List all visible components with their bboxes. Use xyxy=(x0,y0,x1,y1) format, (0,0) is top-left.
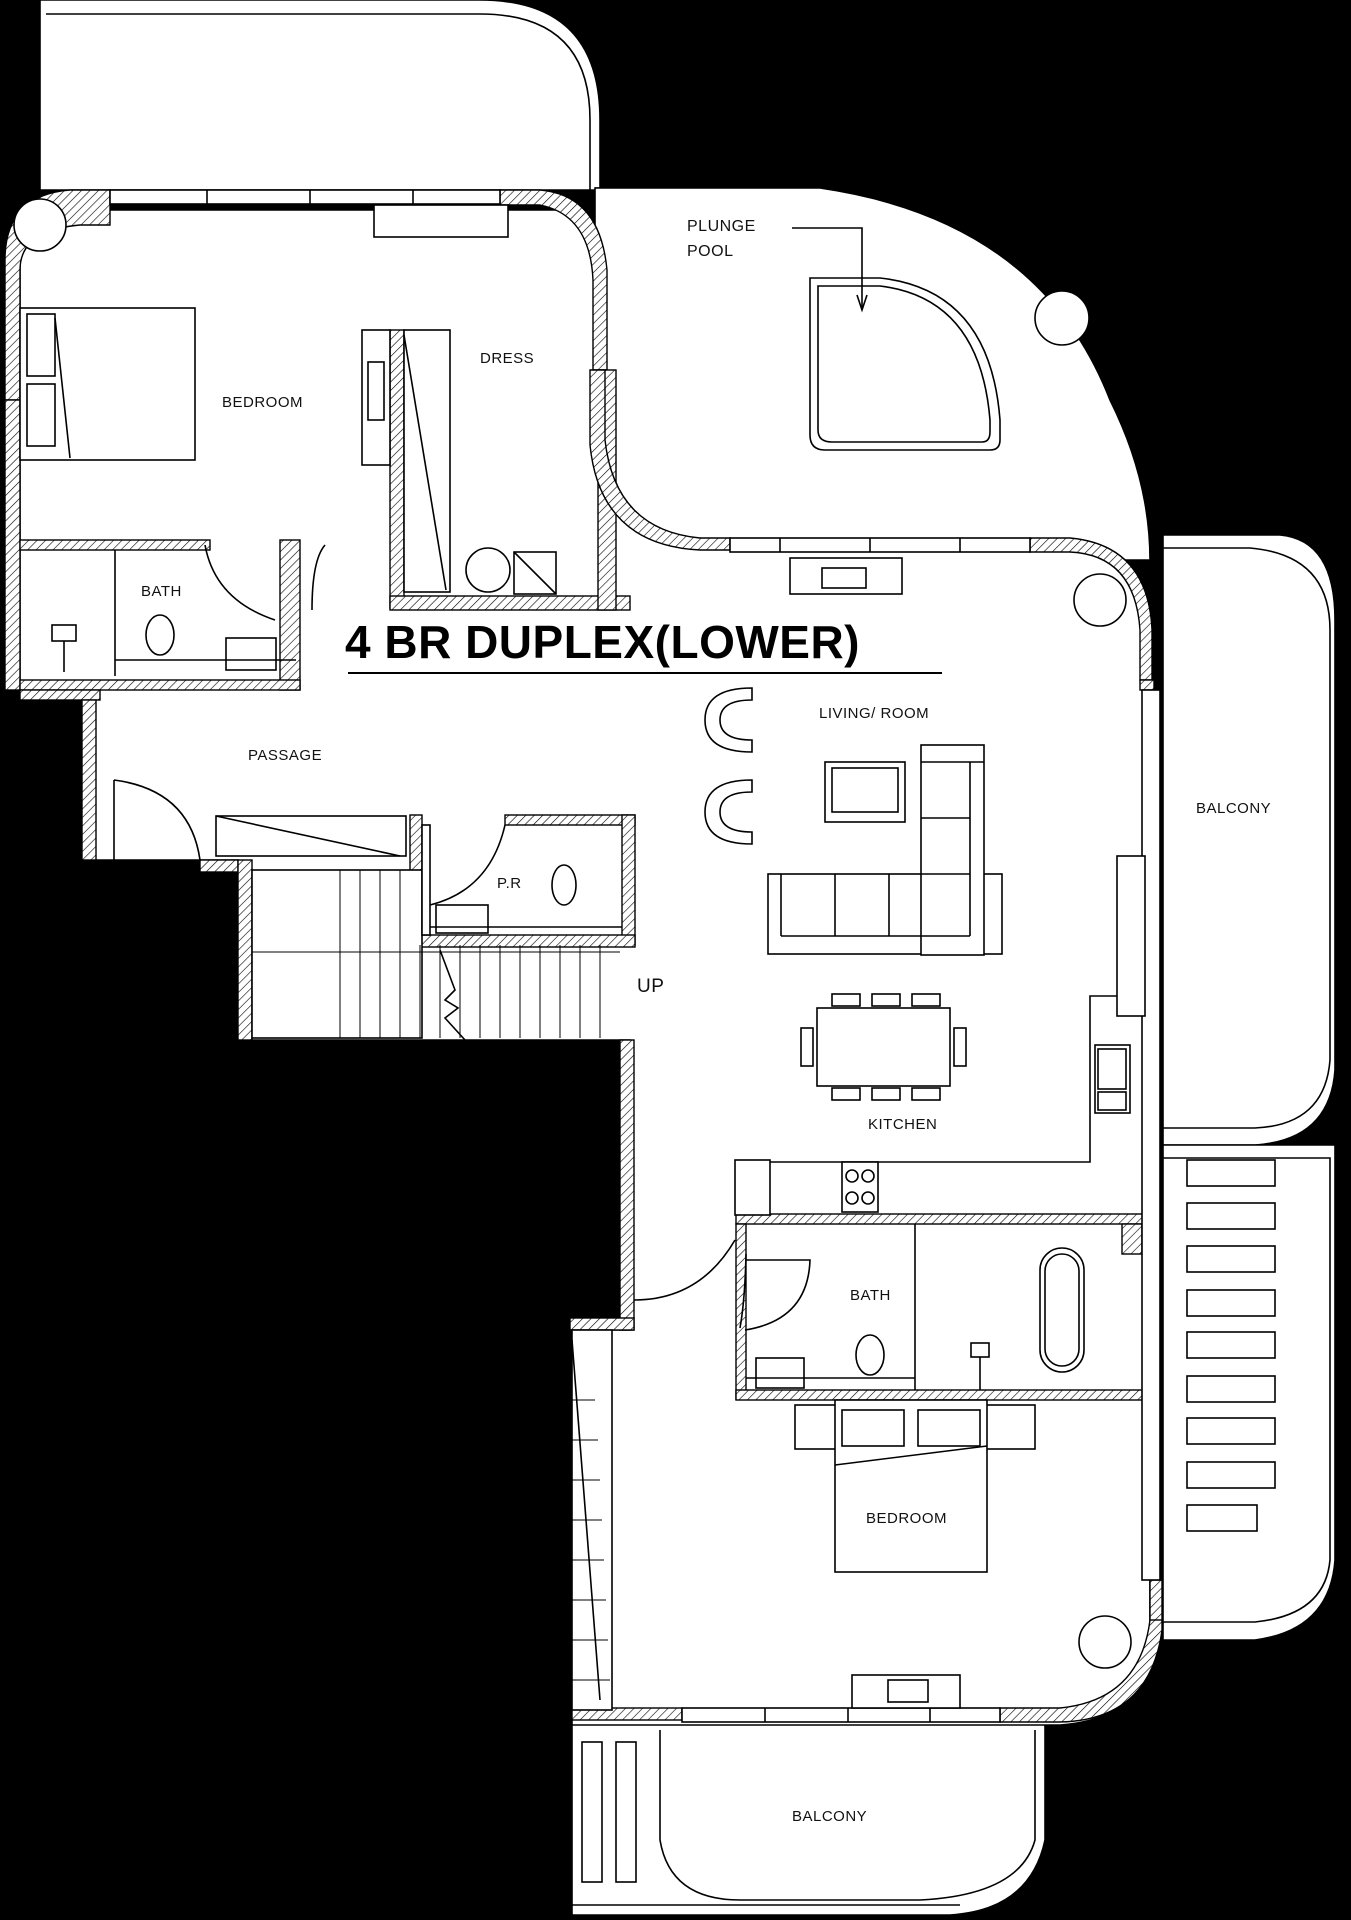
sun-loungers xyxy=(1186,1159,1276,1532)
bath-toilet xyxy=(855,1334,885,1376)
kitchen-furniture xyxy=(734,855,1146,1216)
armchair-2 xyxy=(704,779,753,845)
plan-title: 4 BR DUPLEX(LOWER) xyxy=(345,616,860,668)
walls xyxy=(4,189,1163,1723)
label-balcony-right: BALCONY xyxy=(1196,800,1272,817)
top-bath-furniture xyxy=(51,544,326,676)
label-plunge: PLUNGE xyxy=(687,218,756,235)
label-bedroom-bottom: BEDROOM xyxy=(866,1510,948,1527)
column-circle xyxy=(13,198,67,252)
dining-table xyxy=(816,1007,951,1087)
side-stair xyxy=(571,1329,613,1711)
planter-circle-2 xyxy=(1073,573,1127,627)
planter-box xyxy=(373,204,509,238)
label-passage: PASSAGE xyxy=(248,747,323,764)
label-pool: POOL xyxy=(687,243,734,260)
planter-circle-3 xyxy=(1078,1615,1132,1669)
windows xyxy=(109,189,1161,1723)
planter-circle xyxy=(1034,290,1090,346)
coffee-table xyxy=(824,761,906,823)
label-living-room: LIVING/ ROOM xyxy=(819,705,930,722)
bath-sink xyxy=(755,1357,805,1389)
passage-fixtures xyxy=(113,779,620,1041)
bottom-bedroom-furniture xyxy=(794,1399,1132,1709)
label-kitchen: KITCHEN xyxy=(868,1116,938,1133)
tv-unit xyxy=(361,329,391,466)
wardrobe xyxy=(403,329,451,593)
top-bedroom-furniture xyxy=(13,198,557,595)
bed-bottom xyxy=(834,1399,988,1573)
sofa-chaise xyxy=(920,744,985,956)
title-underline xyxy=(348,672,942,674)
label-powder-room: P.R xyxy=(497,875,522,892)
label-bath-top: BATH xyxy=(141,583,182,600)
label-dress: DRESS xyxy=(480,350,535,367)
sink xyxy=(225,637,277,671)
label-balcony-bottom: BALCONY xyxy=(792,1808,868,1825)
pr-sink xyxy=(435,904,489,934)
cooktop xyxy=(841,1161,879,1213)
bottom-bath-fixtures xyxy=(633,1224,1085,1390)
pr-toilet xyxy=(551,864,577,906)
planter-strip xyxy=(1116,855,1146,1017)
right-balcony xyxy=(1162,534,1336,1146)
bathtub xyxy=(1039,1247,1085,1373)
kitchen-sink xyxy=(1094,1044,1131,1114)
toilet xyxy=(145,614,175,656)
armchair-1 xyxy=(704,687,753,753)
top-terrace xyxy=(39,0,601,191)
label-bath-bottom: BATH xyxy=(850,1287,891,1304)
powder-room-fixtures xyxy=(421,824,622,936)
label-bedroom-top: BEDROOM xyxy=(222,394,304,411)
bottom-balcony xyxy=(571,1719,1046,1916)
label-stair-up: UP xyxy=(637,976,665,997)
living-room-furniture xyxy=(704,557,1127,956)
plunge-pool xyxy=(792,227,1001,451)
